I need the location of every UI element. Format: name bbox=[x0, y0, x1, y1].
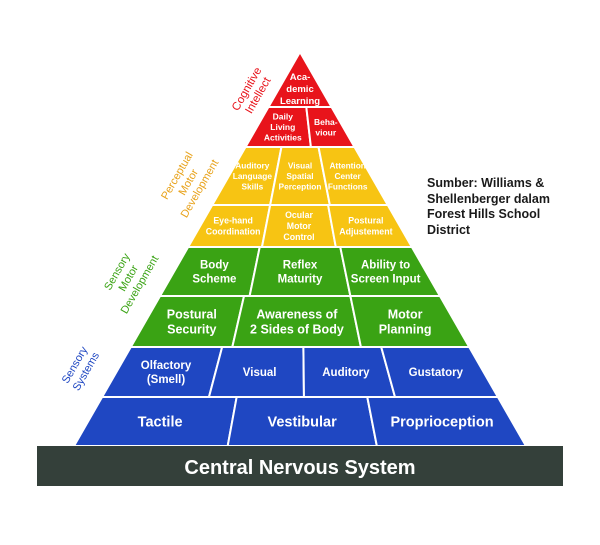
pyramid-cell-label-line: Ability to bbox=[361, 260, 410, 272]
pyramid-cell-label-line: viour bbox=[315, 127, 336, 137]
pyramid-cell-label: Visual bbox=[243, 367, 277, 379]
pyramid-cell-label-line: 2 Sides of Body bbox=[250, 323, 344, 337]
pyramid-cell-label-line: Visual bbox=[243, 367, 277, 379]
pyramid-cell bbox=[349, 295, 471, 348]
pyramid-cell bbox=[129, 295, 246, 348]
pyramid-cell-label-line: Screen Input bbox=[351, 274, 421, 286]
category-label-text: SensorySystems bbox=[59, 343, 102, 392]
pyramid-cell-label-line: Gustatory bbox=[409, 367, 464, 379]
pyramid-cell-label-line: Attention bbox=[329, 160, 365, 170]
pyramid-cell-label-line: Security bbox=[167, 323, 216, 337]
pyramid-cell-label-line: Center bbox=[335, 171, 362, 181]
pyramid-cell-label-line: demic bbox=[286, 84, 313, 95]
pyramid-cell-label-line: Spatial bbox=[286, 171, 313, 181]
pyramid-cell-label: Ability to Screen Input bbox=[351, 260, 421, 286]
pyramid-cell-label-line: Visual bbox=[288, 160, 312, 170]
pyramid-cell bbox=[231, 295, 362, 348]
base-bar bbox=[37, 446, 563, 486]
pyramid-cell-label-line: Perception bbox=[279, 181, 322, 191]
source-line: District bbox=[427, 222, 471, 237]
pyramid-cell-label-line: Auditory bbox=[322, 367, 370, 379]
pyramid-cell-label-line: Living bbox=[270, 122, 295, 132]
source-note: Sumber: Williams & Shellenberger dalam F… bbox=[427, 176, 597, 238]
pyramid-cell-label-line: Adjustement bbox=[339, 227, 392, 237]
pyramid-cell-label: Proprioception bbox=[390, 415, 493, 431]
source-line: Forest Hills School bbox=[427, 207, 541, 221]
pyramid-cell-label-line: Motor bbox=[388, 308, 423, 322]
pyramid-cell-label-line: Tactile bbox=[138, 415, 183, 431]
pyramid-cell-label-line: Planning bbox=[379, 323, 432, 337]
pyramid-cell-label-line: Control bbox=[283, 232, 314, 242]
pyramid-cell-label-line: Activities bbox=[264, 133, 302, 143]
pyramid-cell-label-line: Aca- bbox=[290, 72, 311, 83]
pyramid-cell-label-line: Coordination bbox=[206, 227, 261, 237]
category-label-text: SensoryMotorDevelopment bbox=[96, 241, 161, 316]
pyramid-cell-label-line: (Smell) bbox=[147, 374, 186, 386]
pyramid-cell-label: Vestibular bbox=[267, 415, 337, 431]
pyramid-cell-label-line: Skills bbox=[242, 181, 264, 191]
pyramid-cell-label: Tactile bbox=[138, 415, 183, 431]
pyramid-cell-label-line: Motor bbox=[287, 221, 312, 231]
pyramid-cell-label-line: Olfactory bbox=[141, 360, 192, 372]
pyramid-cell-label-line: Scheme bbox=[192, 274, 236, 286]
pyramid-cell-label: Auditory bbox=[322, 367, 370, 379]
pyramid-cell-label-line: Vestibular bbox=[267, 415, 337, 431]
pyramid-cell-label: Olfactory (Smell) bbox=[141, 360, 192, 386]
pyramid-cell-label-line: Maturity bbox=[278, 274, 323, 286]
pyramid-cell-label-line: Daily bbox=[273, 112, 294, 122]
category-label-sensory-motor: SensoryMotorDevelopment bbox=[96, 241, 161, 316]
pyramid-cell-label-line: Postural bbox=[167, 308, 217, 322]
pyramid-cell-label-line: Auditory bbox=[235, 160, 269, 170]
pyramid-cell-label-line: Beha- bbox=[314, 117, 338, 127]
pyramid-cell-label-line: Ocular bbox=[285, 210, 313, 220]
pyramid-cell-label-line: Learning bbox=[280, 96, 320, 107]
pyramid-cell-label-line: Reflex bbox=[283, 260, 318, 272]
pyramid-cell-label: Gustatory bbox=[409, 367, 464, 379]
pyramid-base: Central Nervous System bbox=[37, 446, 563, 486]
pyramid-cell-label-line: Postural bbox=[348, 216, 383, 226]
pyramid-cell-label-line: Body bbox=[200, 260, 229, 272]
source-line: Shellenberger dalam bbox=[427, 191, 550, 206]
pyramid-cell-label: Beha-viour bbox=[314, 117, 338, 138]
pyramid-cell-label-line: Awareness of bbox=[256, 308, 338, 322]
source-line: Sumber: Williams & bbox=[427, 176, 545, 190]
pyramid-cell-label-line: Proprioception bbox=[390, 415, 493, 431]
pyramid-cell-label-line: Language bbox=[233, 171, 273, 181]
category-label-sensory-systems: SensorySystems bbox=[59, 343, 102, 393]
base-label: Central Nervous System bbox=[184, 457, 415, 479]
pyramid-cell-label-line: Eye-hand bbox=[213, 216, 253, 226]
pyramid-cell-label-line: Functions bbox=[328, 181, 368, 191]
